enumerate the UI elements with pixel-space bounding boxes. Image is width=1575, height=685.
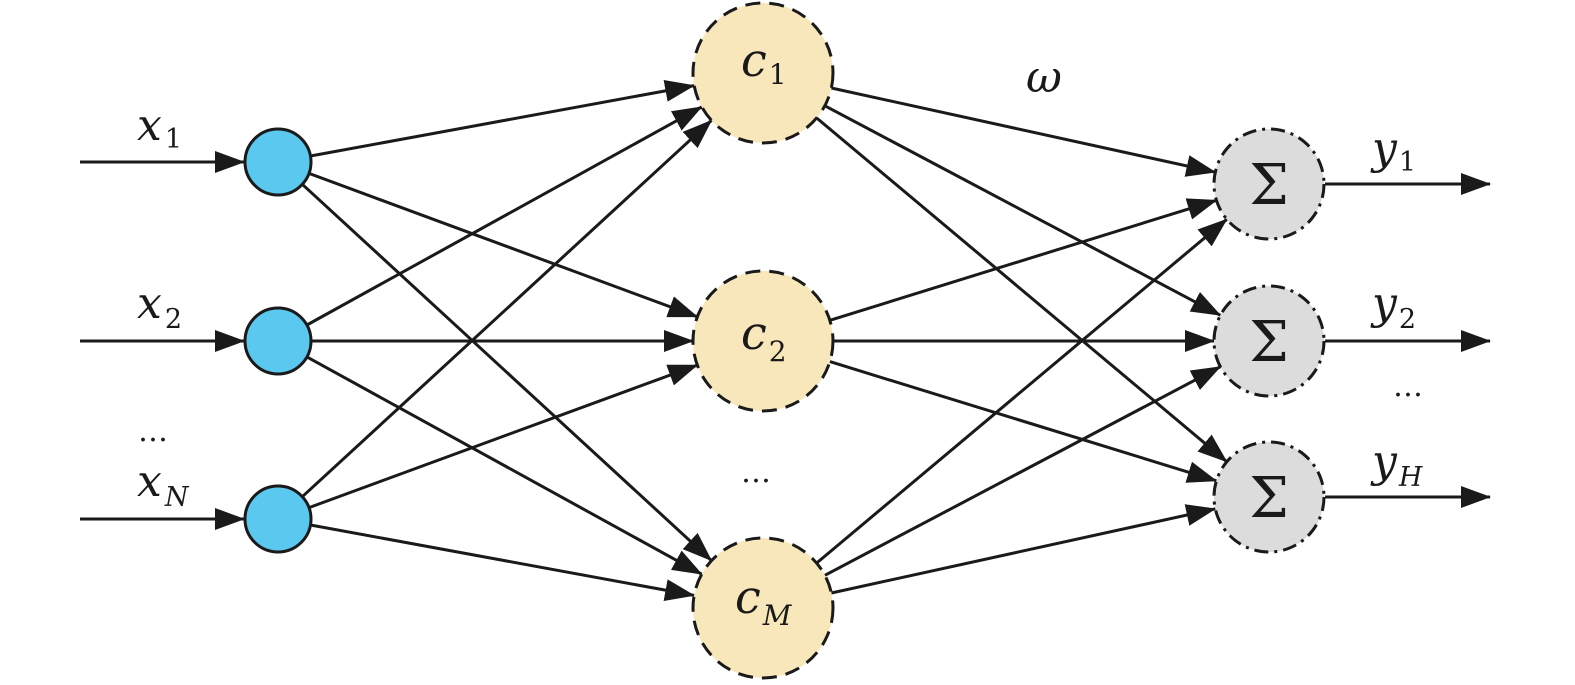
output-label-2: y2 <box>1370 278 1416 335</box>
input-hidden-edge-3-1 <box>301 119 713 498</box>
output-layer <box>1212 127 1326 554</box>
hidden-output-edge-2-3 <box>829 360 1218 483</box>
hidden-ellipsis: … <box>741 455 775 490</box>
hidden-label-1: c1 <box>741 33 787 91</box>
input-node-2 <box>243 306 313 376</box>
hidden-label-2: c2 <box>741 306 787 368</box>
input-ellipsis: … <box>138 414 172 449</box>
input-hidden-edge-1-1 <box>310 80 696 158</box>
input-layer <box>243 127 313 554</box>
input-hidden-edge-2-1 <box>306 105 703 327</box>
hidden-output-edge-1-2 <box>824 104 1222 317</box>
input-hidden-edge-1-2 <box>308 171 699 319</box>
hidden-layer <box>691 1 835 680</box>
input-hidden-edge-1-3 <box>301 183 713 562</box>
input-hidden-edge-2-3 <box>306 355 703 576</box>
input-node-1 <box>243 127 313 197</box>
input-hidden-edge-3-3 <box>310 523 696 601</box>
weight-label: ω <box>1026 52 1062 103</box>
hidden-output-edge-3-3 <box>831 504 1217 595</box>
sum-symbol-1: Σ <box>1249 153 1289 218</box>
hidden-node-2 <box>691 269 835 413</box>
hidden-node-m <box>691 536 835 680</box>
output-node-h <box>1212 440 1326 554</box>
output-arrows <box>1325 173 1491 508</box>
input-arrows <box>80 151 245 530</box>
output-label-h: yH <box>1370 436 1423 493</box>
output-label-1: y1 <box>1370 123 1416 178</box>
connection-edges <box>301 80 1228 601</box>
sum-symbol-h: Σ <box>1249 466 1289 531</box>
hidden-output-edge-3-1 <box>815 218 1228 565</box>
hidden-node-1 <box>691 1 835 145</box>
hidden-output-edge-1-3 <box>815 116 1228 463</box>
hidden-output-edge-1-1 <box>831 86 1217 177</box>
sum-symbol-2: Σ <box>1249 310 1289 375</box>
hidden-output-edge-2-1 <box>829 198 1218 322</box>
input-hidden-edge-3-2 <box>308 363 699 510</box>
output-node-1 <box>1212 127 1326 241</box>
hidden-label-m: cM <box>735 570 793 632</box>
output-node-2 <box>1212 284 1326 398</box>
output-ellipsis: … <box>1393 369 1427 404</box>
input-node-n <box>243 484 313 554</box>
hidden-output-edge-3-2 <box>824 365 1222 577</box>
